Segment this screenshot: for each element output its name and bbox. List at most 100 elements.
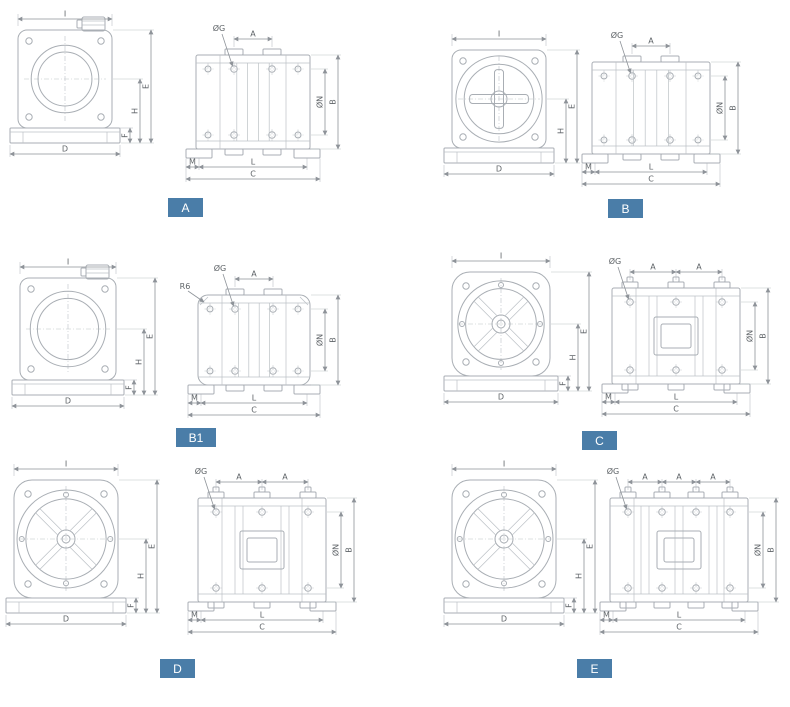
fan-cover: [465, 288, 537, 360]
dim-label: E: [580, 329, 589, 334]
spoke: [504, 332, 525, 352]
motor-body: [609, 497, 749, 603]
dim-label: I: [500, 252, 502, 261]
fan-cover: [457, 280, 545, 368]
mounting-base: [11, 379, 125, 396]
clip-bolt: [63, 491, 69, 498]
clip-bolt: [501, 491, 507, 498]
dim-label: D: [62, 145, 68, 154]
boss: [622, 153, 642, 161]
dim-label: D: [501, 615, 507, 624]
spoke: [509, 327, 529, 348]
leader-line: [619, 40, 632, 74]
dim-label: F: [121, 133, 130, 138]
dim-label: L: [252, 394, 257, 403]
corner-bolt: [538, 580, 546, 588]
clip-bolt: [18, 536, 25, 542]
boss: [653, 601, 671, 609]
dim-label: I: [498, 30, 500, 39]
dim-label: F: [559, 381, 568, 386]
dim-label: E: [586, 544, 595, 549]
spoke: [74, 542, 97, 566]
center-block: [653, 316, 699, 356]
dim-label: I: [65, 460, 67, 469]
boss: [660, 153, 680, 161]
boss: [207, 601, 225, 609]
dim-label: A: [282, 473, 288, 482]
dim-label: A: [251, 270, 257, 279]
clip-bolt: [498, 282, 504, 288]
spoke: [504, 296, 525, 316]
dim-label: M: [603, 611, 610, 620]
boss: [253, 491, 271, 499]
foot: [731, 601, 759, 612]
boss: [660, 55, 680, 63]
fan-cover: [25, 498, 107, 580]
boss: [225, 384, 245, 392]
clip-bolt: [501, 580, 507, 587]
hub: [496, 319, 506, 329]
boss: [224, 148, 244, 156]
dim-label: C: [673, 405, 679, 414]
dim-label: M: [605, 393, 612, 402]
foot: [293, 384, 321, 395]
cable-gland: [76, 19, 83, 29]
leader-line: [222, 273, 235, 307]
center-block: [239, 530, 285, 570]
dim-label: E: [146, 334, 155, 339]
boss: [622, 55, 642, 63]
panel-badge-a: A: [168, 198, 203, 217]
boss: [653, 491, 671, 499]
end-cover: [463, 63, 535, 135]
boss: [262, 48, 282, 56]
dim-label: ØN: [715, 102, 725, 114]
panel-badge-e: E: [577, 659, 612, 678]
corner-bolt: [100, 490, 108, 498]
dim-label: M: [191, 394, 198, 403]
dim-label: ØN: [315, 334, 325, 346]
dim-label: F: [127, 603, 136, 608]
corner-bolt: [462, 580, 470, 588]
spoke: [69, 547, 93, 570]
dim-label: M: [189, 158, 196, 167]
dim-label: E: [142, 84, 151, 89]
dim-label: B: [345, 547, 354, 553]
mounting-base: [9, 127, 121, 144]
panel-badge-d: D: [160, 659, 195, 678]
motor-body: [451, 479, 557, 599]
dim-label: D: [498, 393, 504, 402]
spoke: [512, 542, 535, 566]
dim-label: I: [67, 258, 69, 267]
boss: [253, 601, 271, 609]
foot: [723, 383, 751, 394]
motor-body: [17, 29, 113, 129]
dim-label: B: [329, 99, 338, 105]
dim-label: H: [137, 573, 146, 579]
clip-bolt: [545, 536, 552, 542]
panel-badge-b1: B1: [176, 428, 216, 447]
boss: [713, 281, 731, 289]
spoke: [39, 547, 63, 570]
spoke: [507, 508, 531, 531]
hub: [494, 529, 514, 549]
end-cover: [455, 55, 543, 143]
dim-label: ØG: [609, 256, 622, 266]
boss: [687, 601, 705, 609]
dim-label: A: [696, 263, 702, 272]
dim-label: ØN: [315, 96, 325, 108]
spoke: [509, 300, 529, 321]
dim-label: D: [65, 397, 71, 406]
mounting-base: [5, 597, 127, 614]
motor-body: [19, 277, 117, 381]
center-block: [656, 530, 702, 570]
leader-line: [187, 290, 205, 303]
boss: [263, 384, 283, 392]
dim-label: ØN: [753, 544, 763, 556]
